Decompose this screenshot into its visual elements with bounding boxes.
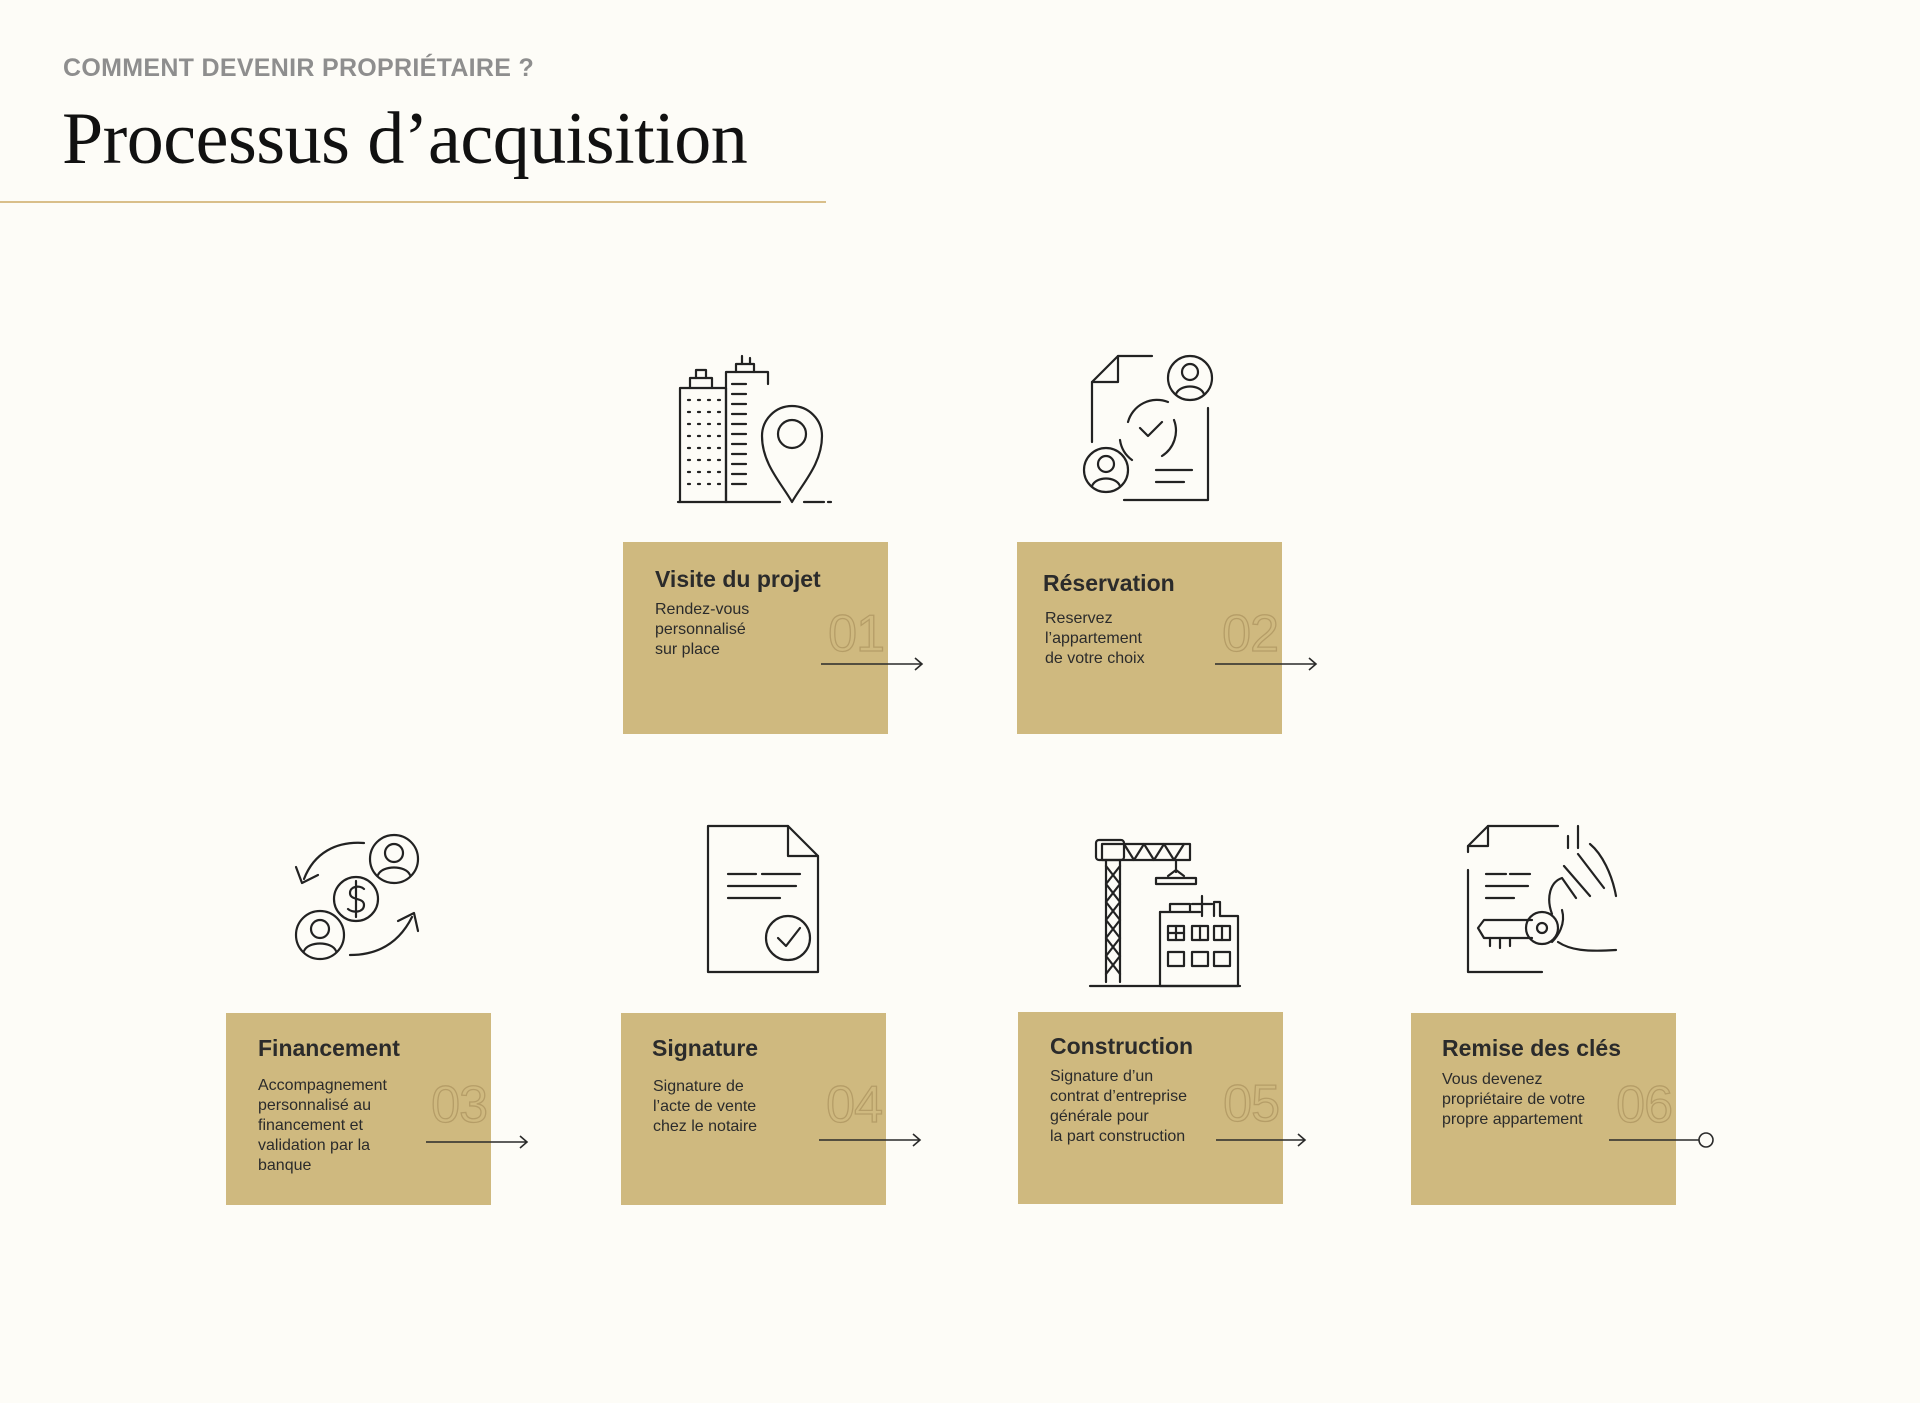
arrow-right-icon bbox=[1216, 1133, 1307, 1147]
step-number: 02 bbox=[1222, 605, 1280, 663]
step-title: Financement bbox=[258, 1035, 400, 1061]
step-number: 01 bbox=[828, 605, 886, 663]
step-description: Accompagnement personnalisé au financeme… bbox=[258, 1077, 387, 1174]
step-description: Signature d’un contrat d’entreprise géné… bbox=[1050, 1068, 1187, 1145]
buildings-location-pin-icon bbox=[676, 354, 832, 504]
step-card bbox=[1411, 1013, 1676, 1205]
arrow-right-icon bbox=[819, 1133, 922, 1147]
step-card bbox=[1018, 1012, 1283, 1204]
step-2: Réservation Reservez l’appartement de vo… bbox=[1017, 542, 1318, 734]
step-card bbox=[621, 1013, 886, 1205]
step-title: Réservation bbox=[1043, 570, 1175, 596]
step-3: Financement Accompagnement personnalisé … bbox=[226, 1013, 529, 1205]
arrow-right-icon bbox=[821, 657, 924, 671]
key-handover-icon bbox=[1466, 824, 1618, 974]
step-number: 05 bbox=[1223, 1075, 1281, 1133]
step-card bbox=[1017, 542, 1282, 734]
arrow-right-icon bbox=[1215, 657, 1318, 671]
step-number: 03 bbox=[431, 1076, 489, 1134]
step-description: Reservez l’appartement de votre choix bbox=[1045, 610, 1145, 667]
contract-agreement-people-icon bbox=[1072, 352, 1226, 504]
step-description: Signature de l’acte de vente chez le not… bbox=[653, 1078, 758, 1135]
title-underline bbox=[0, 201, 826, 203]
step-number: 06 bbox=[1616, 1076, 1674, 1134]
step-number: 04 bbox=[826, 1076, 884, 1134]
money-exchange-people-icon bbox=[290, 831, 426, 965]
step-title: Remise des clés bbox=[1442, 1035, 1622, 1061]
crane-construction-icon bbox=[1088, 836, 1242, 990]
step-title: Signature bbox=[652, 1035, 759, 1061]
end-marker-circle-icon bbox=[1609, 1132, 1714, 1148]
step-description: Rendez-vous personnalisé sur place bbox=[655, 601, 750, 658]
eyebrow-label: COMMENT DEVENIR PROPRIÉTAIRE ? bbox=[63, 54, 535, 82]
step-description: Vous devenez propriétaire de votre propr… bbox=[1442, 1071, 1586, 1128]
step-5: Construction Signature d’un contrat d’en… bbox=[1018, 1012, 1307, 1204]
step-1: Visite du projet Rendez-vous personnalis… bbox=[623, 542, 924, 734]
step-6: Remise des clés Vous devenez propriétair… bbox=[1411, 1013, 1714, 1205]
step-title: Construction bbox=[1050, 1033, 1194, 1059]
arrow-right-icon bbox=[426, 1135, 529, 1149]
step-card bbox=[226, 1013, 491, 1205]
step-4: Signature Signature de l’acte de vente c… bbox=[621, 1013, 922, 1205]
step-title: Visite du projet bbox=[655, 566, 821, 592]
page-title: Processus d’acquisition bbox=[62, 98, 748, 180]
signed-document-icon bbox=[706, 824, 820, 974]
step-card bbox=[623, 542, 888, 734]
